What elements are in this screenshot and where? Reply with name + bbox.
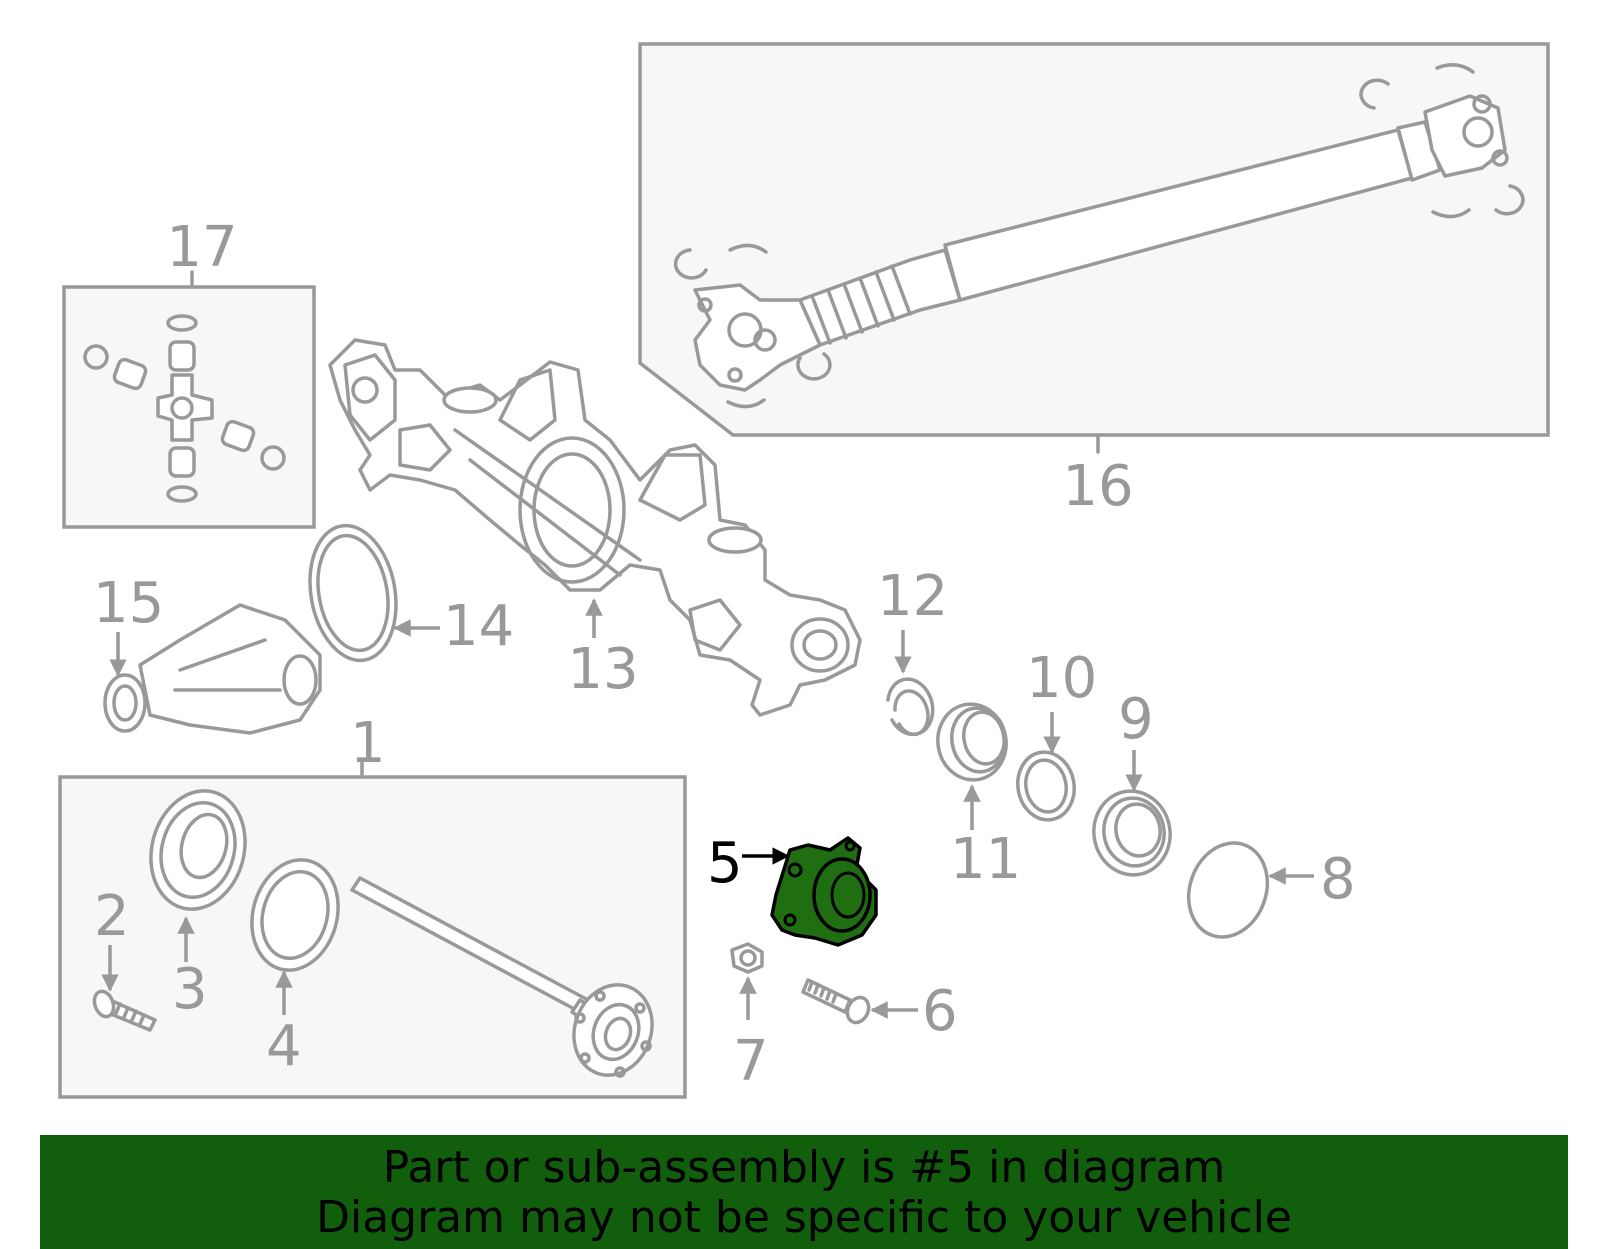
- callout-4: 4: [266, 1014, 302, 1079]
- callout-15: 15: [93, 571, 164, 636]
- callout-13: 13: [567, 637, 638, 702]
- callout-9: 9: [1118, 687, 1154, 752]
- snap-ring-12: 12: [877, 564, 948, 737]
- carrier-gasket: 14: [308, 523, 514, 663]
- info-banner: Part or sub-assembly is #5 in diagram Di…: [40, 1135, 1568, 1249]
- callout-7: 7: [733, 1029, 769, 1094]
- o-ring-8: 8: [1186, 841, 1356, 939]
- callout-12: 12: [877, 564, 948, 629]
- backing-plate-3: 3: [149, 789, 247, 1022]
- callout-14: 14: [443, 594, 514, 659]
- callout-1: 1: [350, 711, 386, 776]
- bolt-2: 2: [92, 884, 157, 1032]
- callout-3: 3: [172, 957, 208, 1022]
- callout-8: 8: [1320, 847, 1356, 912]
- gasket-4: 4: [250, 858, 340, 1079]
- axle-housing: 13: [328, 338, 862, 717]
- axle-shaft: [350, 876, 654, 1078]
- banner-line-2: Diagram may not be specific to your vehi…: [316, 1192, 1292, 1243]
- callout-16: 16: [1062, 454, 1133, 519]
- callout-6: 6: [922, 979, 958, 1044]
- universal-joint-parts: [83, 314, 286, 503]
- banner-line-1: Part or sub-assembly is #5 in diagram: [382, 1142, 1226, 1193]
- seal-10: 10: [1016, 646, 1097, 822]
- highlighted-part-5[interactable]: 5: [707, 831, 878, 947]
- bearing-9: 9: [1092, 687, 1172, 877]
- callout-5: 5: [707, 831, 743, 896]
- bolt-6: 6: [801, 978, 958, 1044]
- differential-carrier: 15: [93, 571, 322, 735]
- bearing-11: 11: [936, 702, 1021, 892]
- callout-2: 2: [94, 884, 130, 949]
- drive-shaft-group: 16: [638, 42, 1550, 519]
- callout-11: 11: [950, 827, 1021, 892]
- nut-7: 7: [730, 942, 769, 1094]
- axle-shaft-group: 1 3 4 2: [58, 711, 687, 1099]
- drive-shaft-assembly: [673, 63, 1525, 409]
- callout-17: 17: [166, 215, 237, 280]
- universal-joint-group: 17: [62, 215, 316, 529]
- callout-10: 10: [1026, 646, 1097, 711]
